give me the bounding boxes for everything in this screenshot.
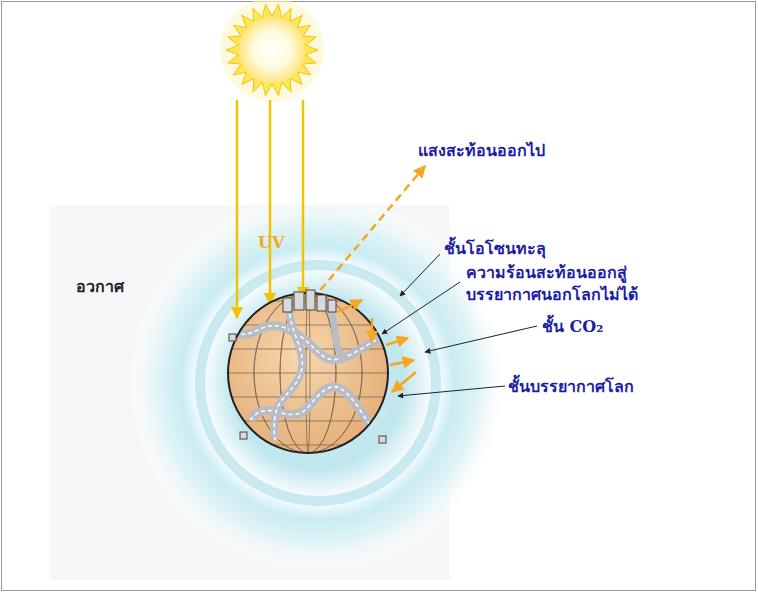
- reflected-light: [312, 166, 425, 300]
- uv-label: UV: [258, 232, 284, 254]
- callout-label: ชั้นโอโซนทะลุ: [444, 238, 546, 260]
- ozone-ring: [200, 265, 436, 501]
- earth: [220, 293, 400, 455]
- sun: [220, 0, 324, 102]
- callout-label: ความร้อนสะท้อนออกสู่ บรรยากาศนอกโลกไม่ได…: [466, 262, 701, 305]
- space-label: อวกาศ: [76, 276, 124, 298]
- uv-rays: [237, 100, 303, 318]
- buildings: [229, 290, 386, 443]
- callout-label: ชั้นบรรยากาศโลก: [508, 376, 634, 398]
- heat-arrows: [338, 300, 416, 392]
- callout-label: แสงสะท้อนออกไป: [418, 140, 545, 162]
- callout-label: ชั้น CO₂: [542, 316, 603, 338]
